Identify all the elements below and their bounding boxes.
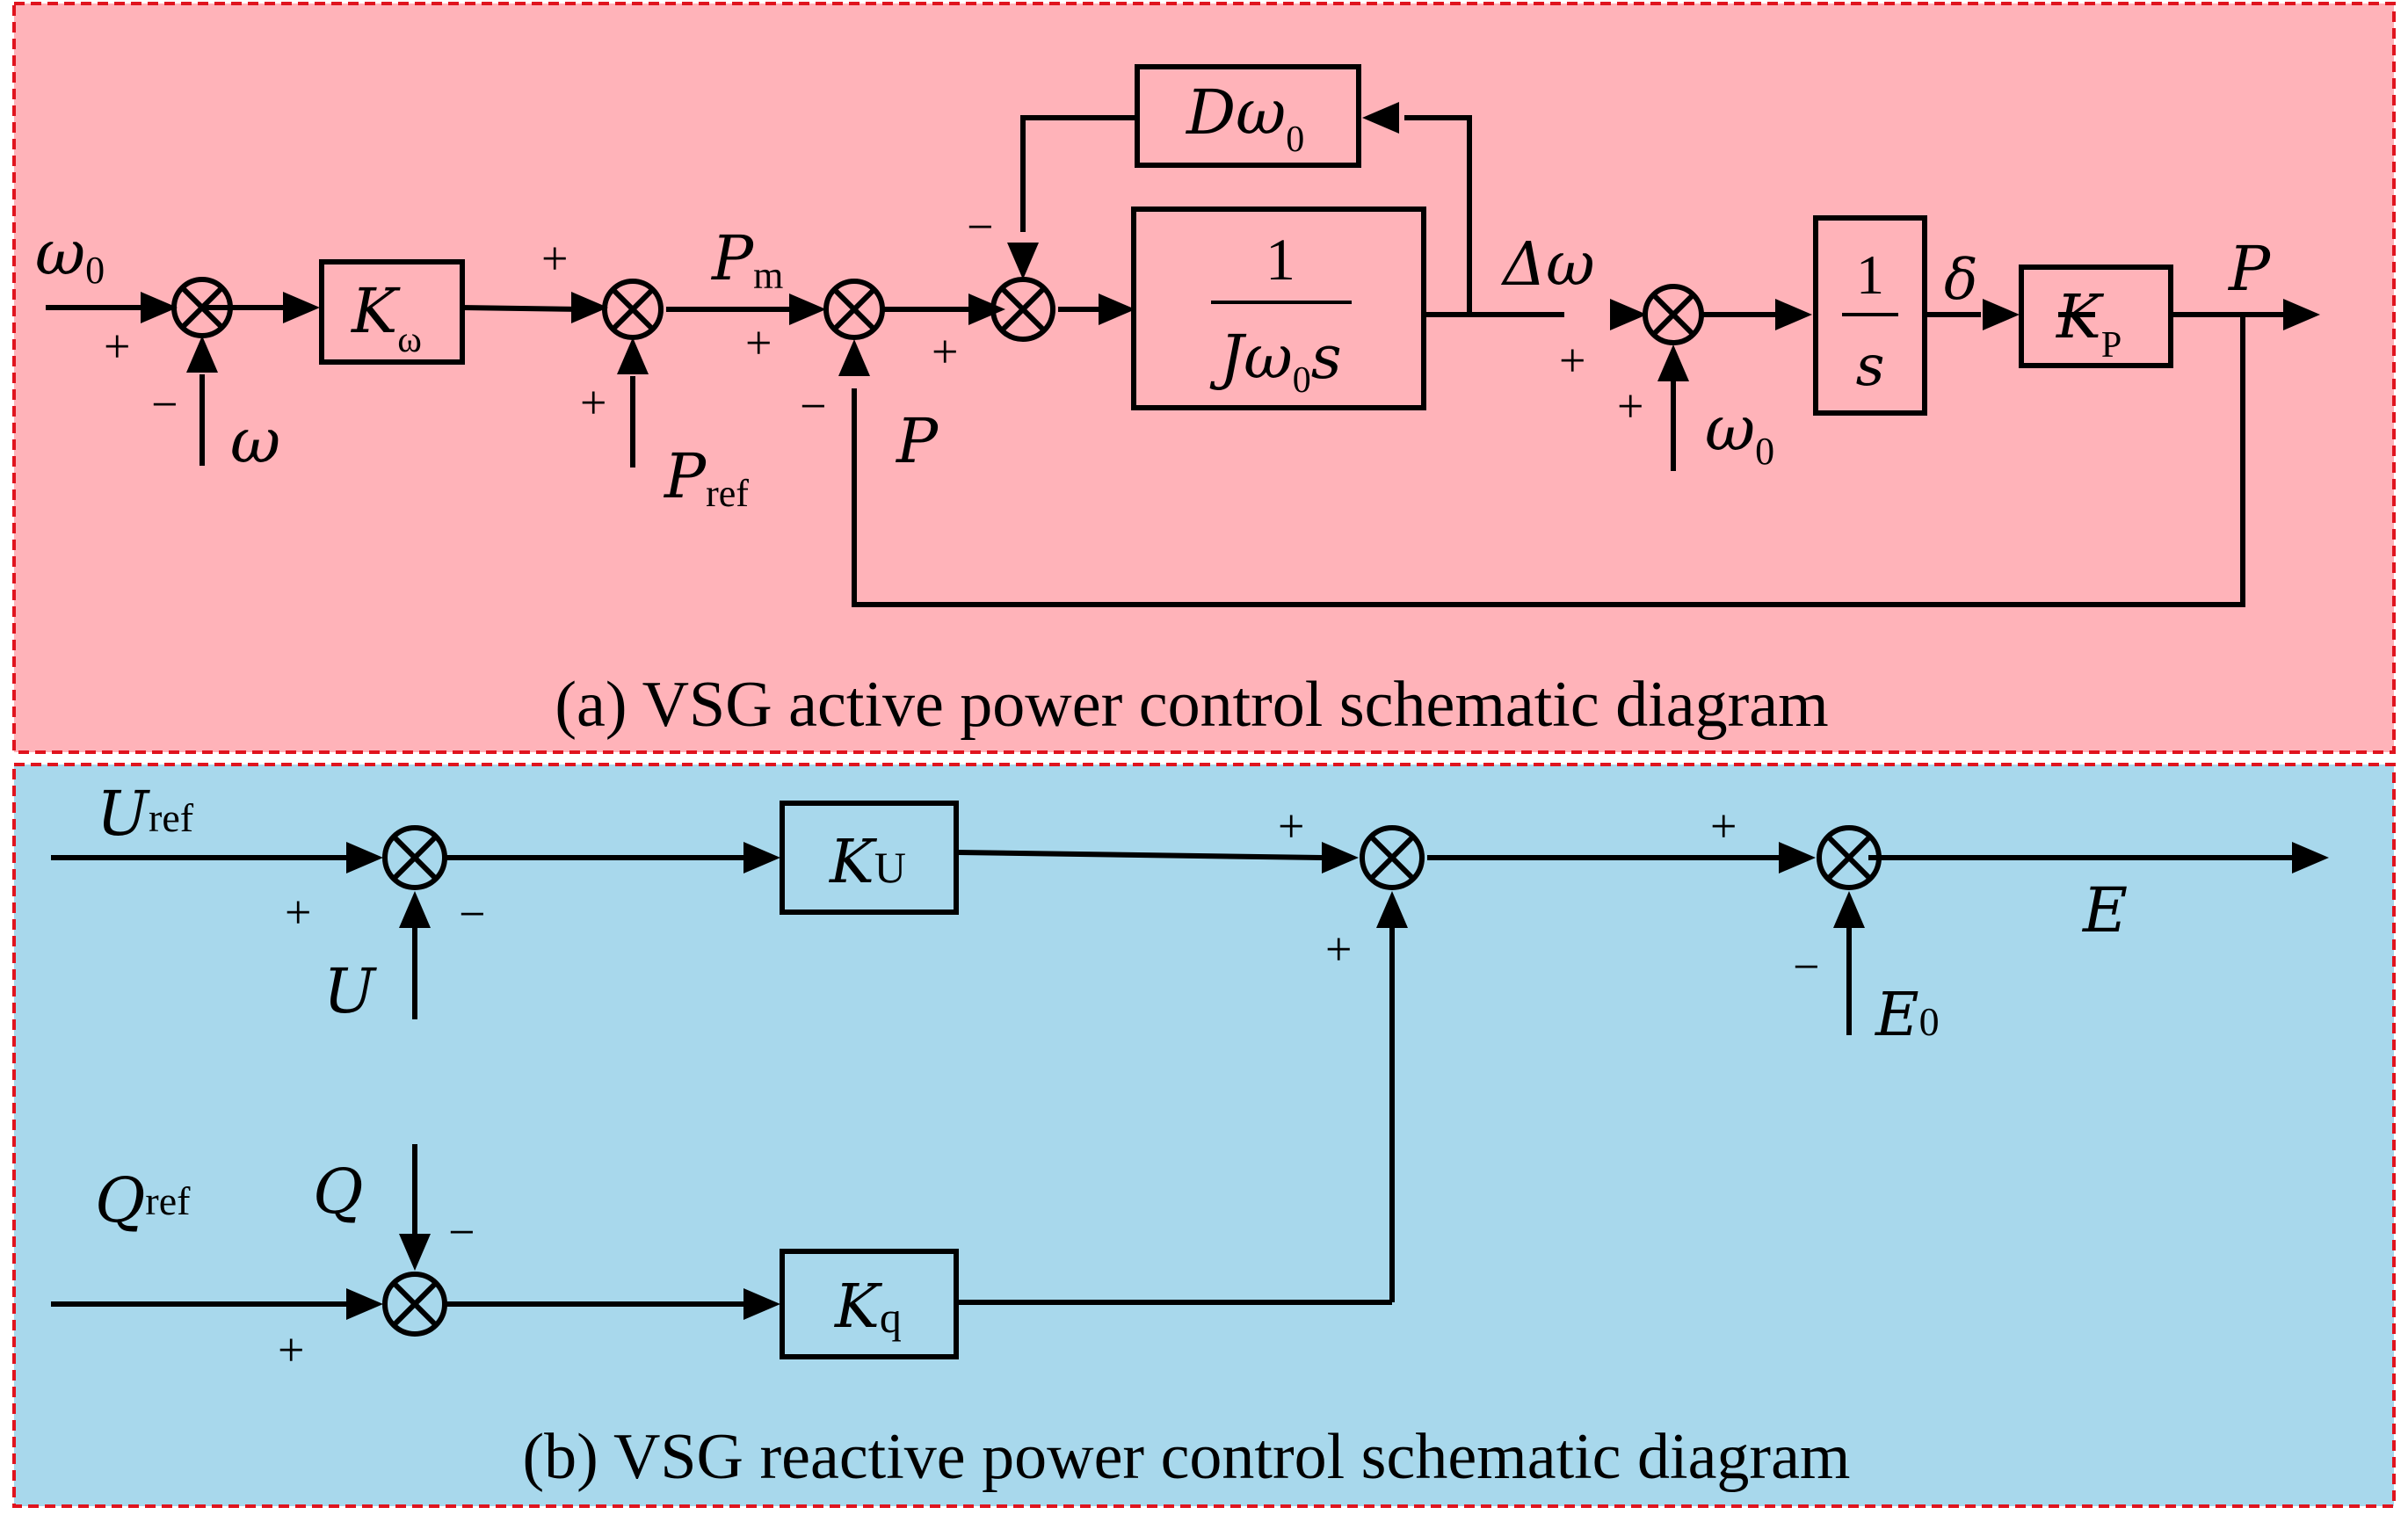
sum-junction-a5 xyxy=(1643,284,1704,345)
svg-text:KP: KP xyxy=(2055,283,2122,366)
svg-text:+: + xyxy=(1278,800,1304,852)
label-delta-omega: Δω xyxy=(1500,230,1595,300)
label-omega0-input: ω0 xyxy=(35,217,105,292)
damping-block: Dω0 xyxy=(1135,64,1361,168)
sum-junction-a4 xyxy=(990,277,1055,342)
svg-text:1: 1 xyxy=(1856,243,1884,306)
panel-b-labels: Uref U Qref Q E0 E xyxy=(95,778,2128,1236)
label-u: U xyxy=(323,955,377,1027)
sum-junction-b4 xyxy=(382,1272,447,1337)
svg-text:−: − xyxy=(459,888,485,940)
svg-text:+: + xyxy=(1617,380,1643,432)
label-p-output: P xyxy=(2227,233,2272,305)
label-e-output: E xyxy=(2081,874,2128,946)
integrator-block: 1 s xyxy=(1813,215,1927,416)
svg-text:+: + xyxy=(1559,334,1585,387)
svg-text:Kω: Kω xyxy=(350,275,422,360)
label-pref: Pref xyxy=(663,440,749,515)
panel-b-caption: (b) VSG reactive power control schematic… xyxy=(523,1421,1851,1493)
svg-text:+: + xyxy=(278,1323,304,1376)
panel-a-caption: (a) VSG active power control schematic d… xyxy=(555,669,1828,741)
panel-b-background xyxy=(12,763,2396,1508)
svg-text:KU: KU xyxy=(828,828,906,897)
label-omega-feedback: ω xyxy=(230,405,280,477)
svg-text:Jω0s: Jω0s xyxy=(1209,323,1342,401)
svg-text:+: + xyxy=(1325,923,1352,975)
panel-b: KU Kq Uref U Qref Q E0 E + − + + + − − +… xyxy=(51,778,2329,1493)
k-omega-block: Kω xyxy=(319,259,465,365)
svg-text:Kq: Kq xyxy=(833,1272,902,1342)
label-omega0-add: ω0 xyxy=(1705,393,1774,473)
inertia-block: 1 Jω0s xyxy=(1131,207,1426,410)
label-uref: Uref xyxy=(97,778,194,850)
svg-text:+: + xyxy=(541,232,568,285)
label-pm: Pm xyxy=(710,222,783,297)
panel-b-arrowheads xyxy=(346,842,2329,1320)
svg-text:−: − xyxy=(800,380,826,432)
sum-junction-a1 xyxy=(171,277,233,338)
sum-junction-a3 xyxy=(823,279,885,340)
sum-junction-b3 xyxy=(1817,825,1882,890)
svg-text:+: + xyxy=(285,886,311,939)
label-q: Q xyxy=(313,1156,363,1228)
k-q-block: Kq xyxy=(780,1249,959,1359)
svg-text:+: + xyxy=(1710,800,1737,852)
svg-text:Dω0: Dω0 xyxy=(1185,76,1304,160)
panel-a-background xyxy=(12,2,2396,754)
panel-b-signs: + − + + + − − + xyxy=(278,800,1819,1376)
k-u-block: KU xyxy=(780,801,959,915)
panel-a-labels: ω0 ω Pm Pref P Δω ω0 δ P xyxy=(35,217,2272,515)
svg-text:1: 1 xyxy=(1266,226,1295,293)
svg-text:+: + xyxy=(932,325,958,378)
panel-a-signs: + − + + + − + − + + xyxy=(104,200,1643,432)
label-e0: E0 xyxy=(1874,981,1940,1050)
svg-text:+: + xyxy=(104,320,130,373)
svg-text:−: − xyxy=(1793,940,1819,993)
svg-text:+: + xyxy=(580,376,606,429)
panel-a-arrowheads xyxy=(141,102,2320,381)
svg-text:−: − xyxy=(448,1206,475,1258)
svg-text:+: + xyxy=(745,316,772,369)
svg-text:s: s xyxy=(1856,334,1885,399)
sum-junction-b2 xyxy=(1360,825,1425,890)
sum-junction-b1 xyxy=(382,825,447,890)
label-p-feedback: P xyxy=(895,405,939,477)
label-qref: Qref xyxy=(95,1164,191,1236)
panel-b-wires xyxy=(51,850,2294,1307)
label-delta: δ xyxy=(1944,248,1978,313)
panel-a-wires xyxy=(46,115,2285,607)
k-p-block: KP xyxy=(2019,265,2173,368)
svg-text:−: − xyxy=(967,200,993,253)
panel-a: Kω Dω0 1 Jω0s 1 s KP ω0 ω Pm Pref P xyxy=(35,64,2320,741)
sum-junction-a2 xyxy=(602,279,664,340)
svg-text:−: − xyxy=(151,378,178,431)
